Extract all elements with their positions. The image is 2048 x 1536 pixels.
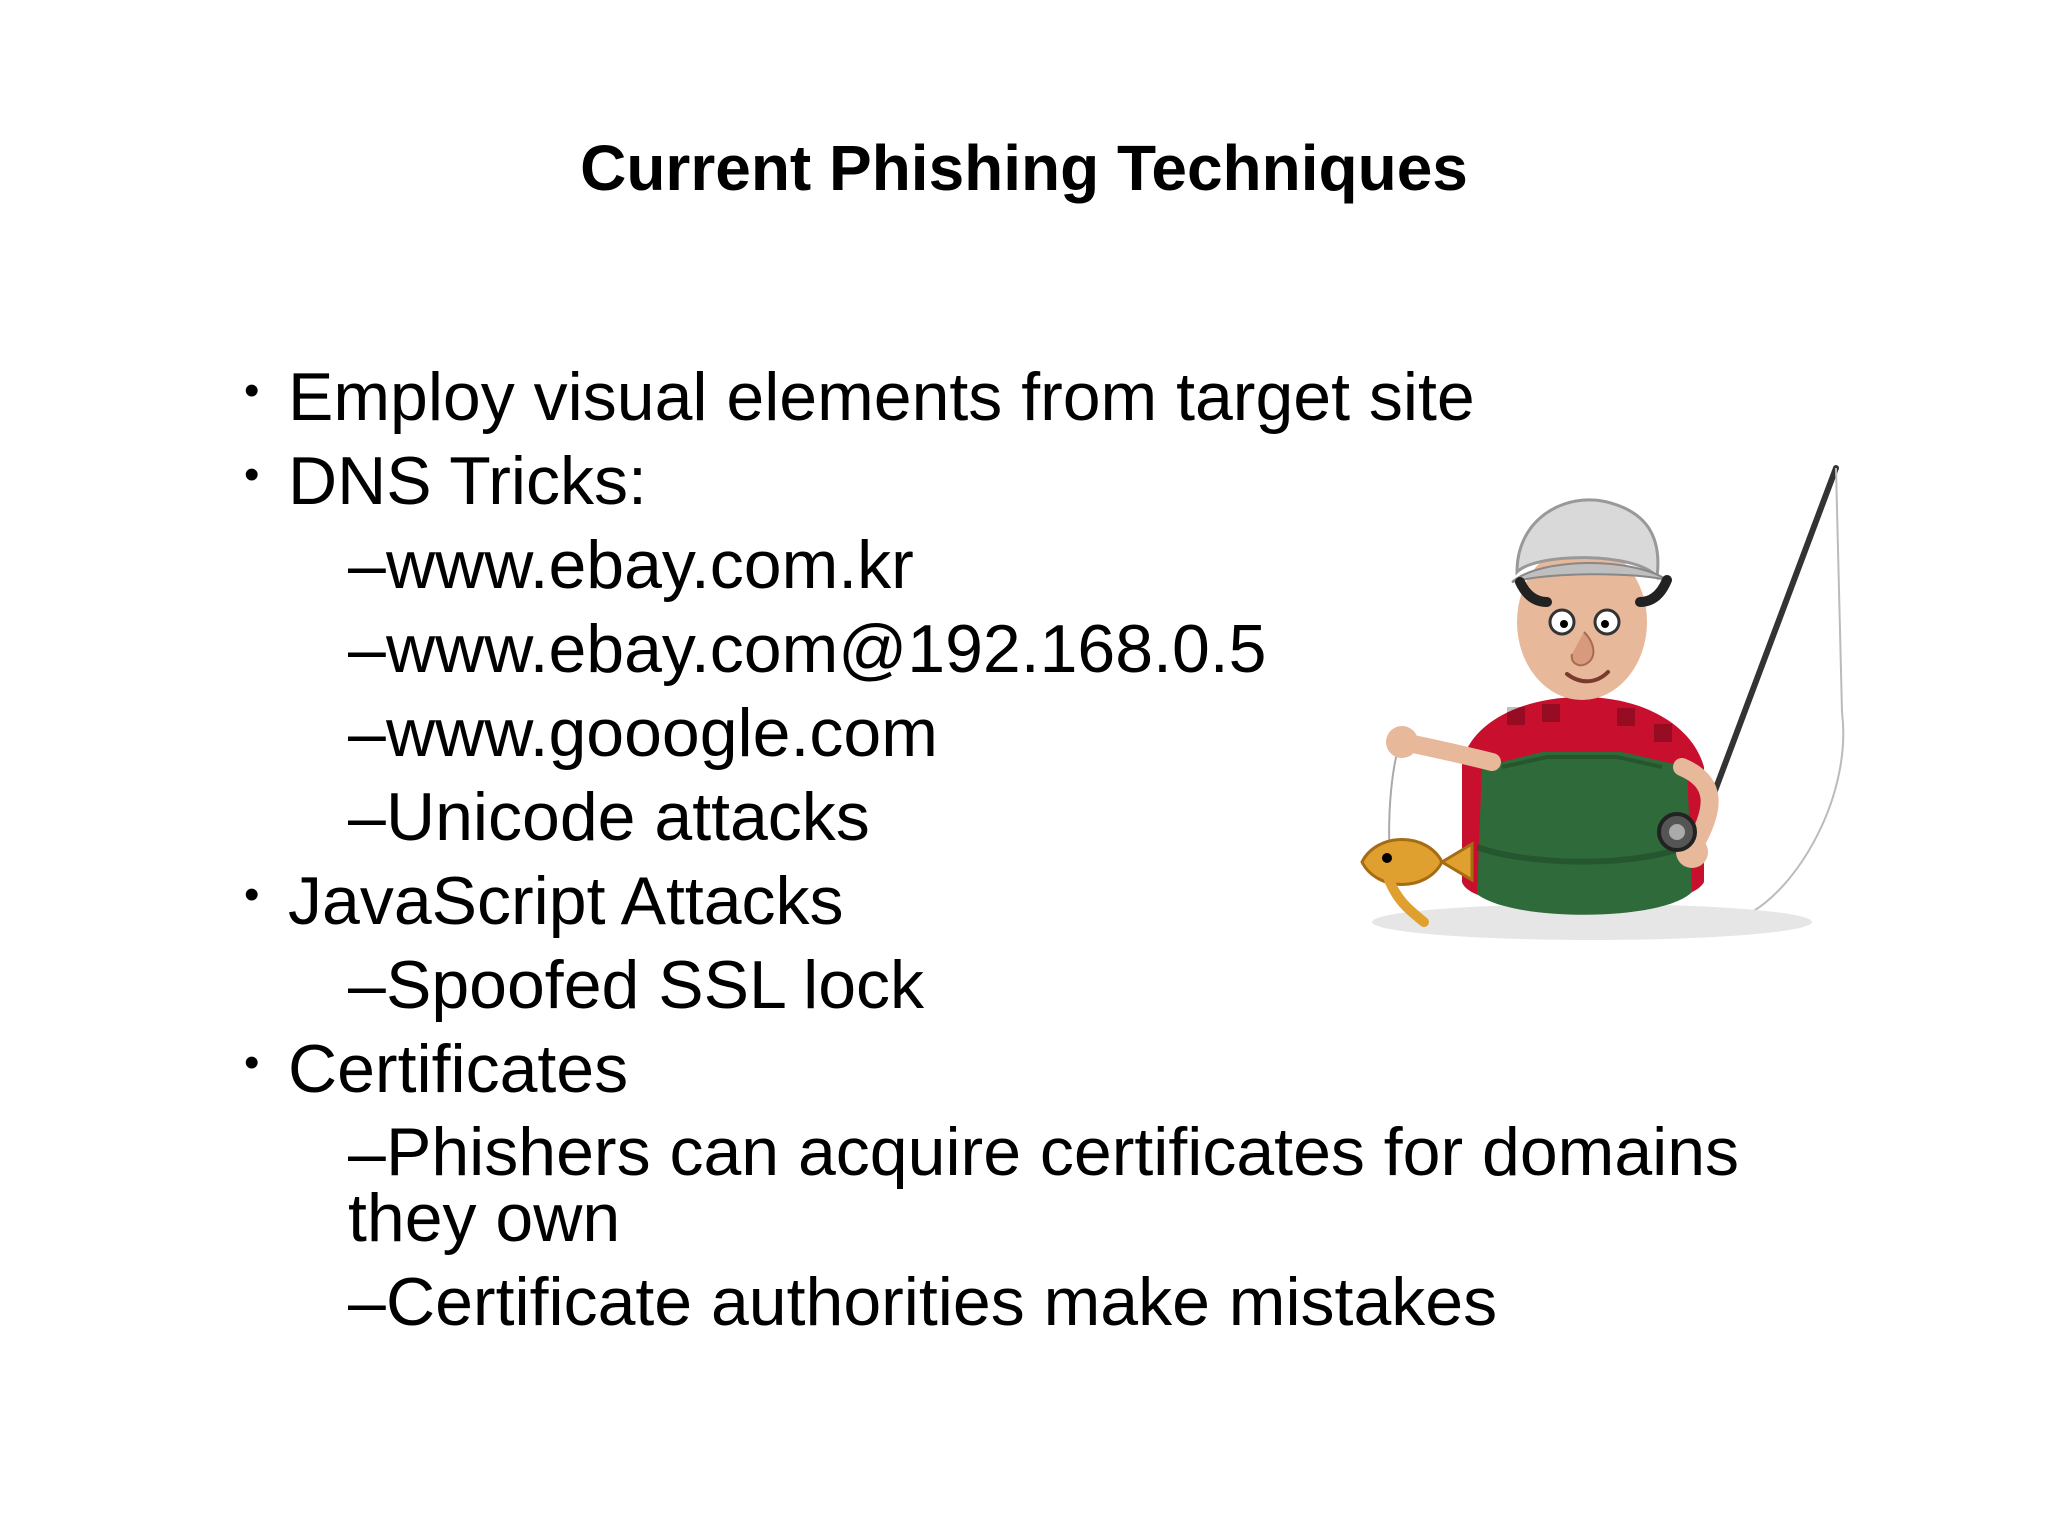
dash-icon: –: [348, 611, 386, 687]
sub-bullet-item: – www.ebay.com.kr: [240, 523, 1860, 607]
dash-icon: –: [348, 1115, 386, 1191]
dash-icon: –: [348, 779, 386, 855]
slide-title: Current Phishing Techniques: [580, 132, 1468, 204]
bullet-text: Employ visual elements from target site: [288, 359, 1475, 435]
bullet-item: • Certificates: [240, 1027, 1860, 1111]
fisherman-clipart-icon: [1360, 465, 1845, 940]
dash-icon: –: [348, 695, 386, 771]
sub-bullet-text: www.gooogle.com: [386, 695, 938, 771]
sub-bullet-item: – www.ebay.com@192.168.0.5: [240, 607, 1860, 691]
sub-bullet-text: www.ebay.com.kr: [386, 527, 914, 603]
dash-icon: –: [348, 1264, 386, 1340]
bullet-item: • Employ visual elements from target sit…: [240, 355, 1860, 439]
bullet-text: DNS Tricks:: [288, 443, 647, 519]
bullet-icon: •: [244, 870, 260, 919]
sub-bullet-item: – Phishers can acquire certificates for …: [240, 1111, 1860, 1260]
dash-icon: –: [348, 527, 386, 603]
sub-bullet-item: – Unicode attacks: [240, 775, 1860, 859]
bullet-text: Certificates: [288, 1031, 629, 1107]
bullet-icon: •: [244, 1038, 260, 1087]
sub-bullet-text: Spoofed SSL lock: [386, 947, 925, 1023]
sub-bullet-text: Unicode attacks: [386, 779, 870, 855]
bullet-list: • Employ visual elements from target sit…: [240, 355, 1860, 1344]
dash-icon: –: [348, 947, 386, 1023]
sub-bullet-item: – Certificate authorities make mistakes: [240, 1260, 1860, 1344]
sub-bullet-item: – www.gooogle.com: [240, 691, 1860, 775]
sub-bullet-text: Certificate authorities make mistakes: [386, 1264, 1498, 1340]
bullet-text: JavaScript Attacks: [288, 863, 844, 939]
bullet-icon: •: [244, 366, 260, 415]
sub-bullet-item: – Spoofed SSL lock: [240, 943, 1860, 1027]
sub-bullet-text: www.ebay.com@192.168.0.5: [386, 611, 1267, 687]
bullet-item: • JavaScript Attacks: [240, 859, 1860, 943]
bullet-item: • DNS Tricks:: [240, 439, 1860, 523]
bullet-icon: •: [244, 450, 260, 499]
sub-bullet-text: Phishers can acquire certificates for do…: [348, 1114, 1740, 1256]
